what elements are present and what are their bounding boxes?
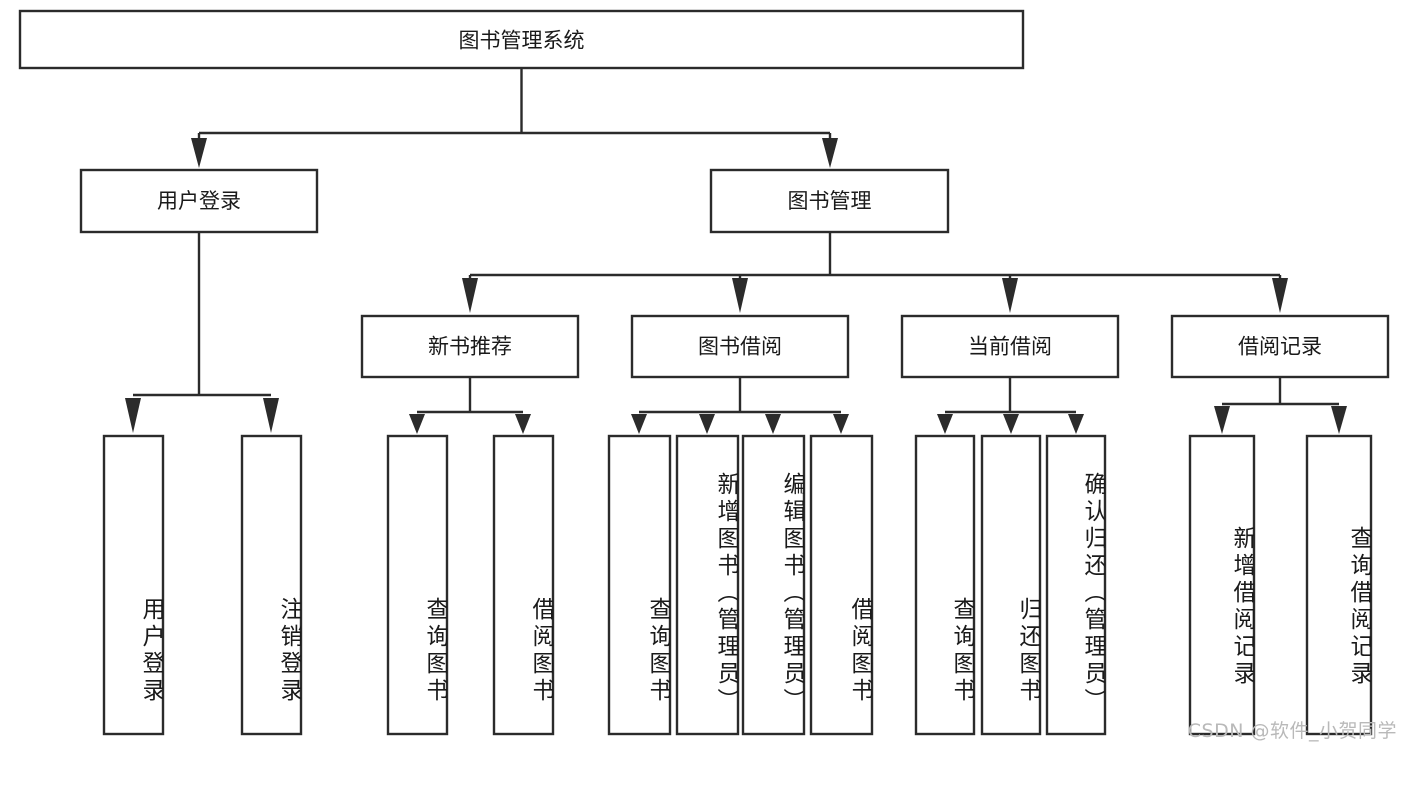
node-box-leaf-record-add[interactable]	[1188, 434, 1256, 736]
csdn-watermark: CSDN @软件_小贺同学	[1187, 720, 1397, 742]
node-label-user-login: 用户登录	[157, 189, 241, 213]
node-box-leaf-current-return-book[interactable]	[980, 434, 1042, 736]
node-box-leaf-borrow-edit-book[interactable]	[741, 434, 806, 736]
node-box-leaf-user-logout[interactable]	[240, 434, 303, 736]
connector-group-root	[191, 68, 838, 168]
node-box-book-borrow[interactable]	[630, 314, 850, 379]
arrow-head-leaf-current-return-book	[1003, 414, 1019, 434]
node-box-leaf-borrow-borrow-book[interactable]	[809, 434, 874, 736]
connector-group-book-manage	[462, 232, 1288, 313]
node-box-current-borrow[interactable]	[900, 314, 1120, 379]
node-box-leaf-record-query[interactable]	[1305, 434, 1373, 736]
node-box-borrow-record[interactable]	[1170, 314, 1390, 379]
arrow-head-leaf-current-query-book	[937, 414, 953, 434]
node-box-leaf-recommend-borrow-book[interactable]	[492, 434, 555, 736]
node-box-root[interactable]	[18, 9, 1025, 70]
diagram-canvas: 图书管理系统 用户登录 图书管理 新书推荐 图书借阅 当前借阅 借阅记录	[18, 9, 1390, 736]
node-box-leaf-borrow-add-book[interactable]	[675, 434, 740, 736]
arrow-head-leaf-user-logout	[263, 398, 279, 433]
arrow-head-leaf-recommend-borrow-book	[515, 414, 531, 434]
node-box-leaf-current-query-book[interactable]	[914, 434, 976, 736]
arrow-head-leaf-borrow-borrow-book	[833, 414, 849, 434]
arrow-head-leaf-borrow-edit-book	[765, 414, 781, 434]
connector-group-borrow-record	[1214, 377, 1347, 434]
arrow-head-leaf-record-add	[1214, 406, 1230, 434]
node-label-current-borrow: 当前借阅	[968, 335, 1052, 359]
arrow-head-leaf-record-query	[1331, 406, 1347, 434]
arrow-head-book-borrow	[732, 278, 748, 313]
node-box-user-login[interactable]	[79, 168, 319, 234]
node-box-leaf-current-confirm-return[interactable]	[1045, 434, 1107, 736]
arrow-head-leaf-user-login	[125, 398, 141, 433]
node-label-book-borrow: 图书借阅	[698, 335, 782, 359]
node-box-new-book-recommend[interactable]	[360, 314, 580, 379]
arrow-head-new-book-recommend	[462, 278, 478, 313]
node-box-book-manage[interactable]	[709, 168, 950, 234]
arrow-head-leaf-current-confirm-return	[1068, 414, 1084, 434]
node-label-book-manage: 图书管理	[788, 189, 872, 213]
connector-group-book-borrow	[631, 377, 849, 434]
arrow-head-leaf-recommend-query-book	[409, 414, 425, 434]
arrow-head-current-borrow	[1002, 278, 1018, 313]
node-box-leaf-borrow-query-book[interactable]	[607, 434, 672, 736]
node-label-root: 图书管理系统	[459, 29, 585, 53]
connector-group-current-borrow	[937, 377, 1084, 434]
node-box-leaf-recommend-query-book[interactable]	[386, 434, 449, 736]
arrow-head-book-manage	[822, 138, 838, 168]
arrow-head-leaf-borrow-add-book	[699, 414, 715, 434]
arrow-head-borrow-record	[1272, 278, 1288, 313]
connector-group-new-book-recommend	[409, 377, 531, 434]
node-box-leaf-user-login[interactable]	[102, 434, 165, 736]
connector-group-user-login	[125, 232, 279, 433]
node-label-new-book-recommend: 新书推荐	[428, 335, 512, 359]
arrow-head-user-login	[191, 138, 207, 168]
arrow-head-leaf-borrow-query-book	[631, 414, 647, 434]
node-label-borrow-record: 借阅记录	[1238, 335, 1322, 359]
system-function-tree-diagram: 图书管理系统 用户登录 图书管理 新书推荐 图书借阅 当前借阅 借阅记录 用户登…	[18, 9, 1397, 742]
